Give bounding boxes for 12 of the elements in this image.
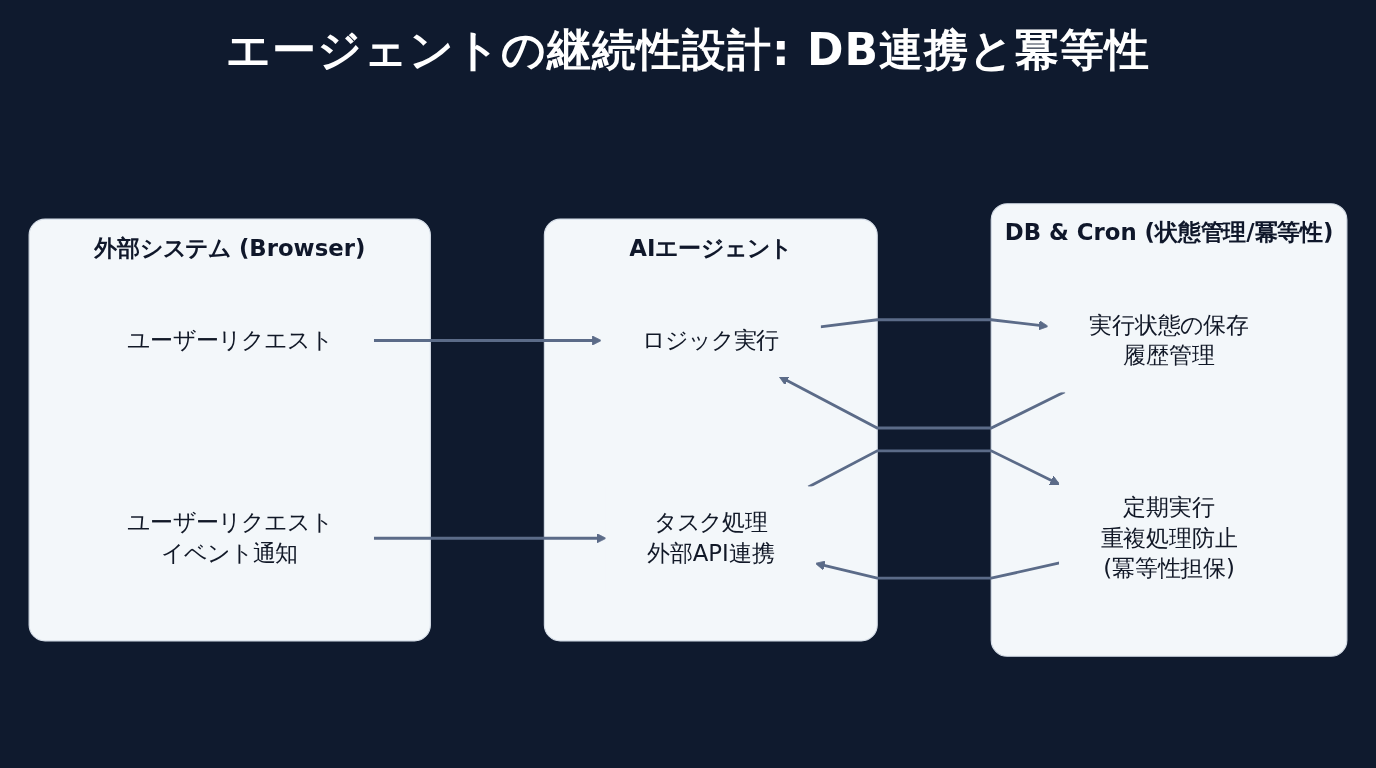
diagram-title: エージェントの継続性設計: DB連携と冪等性 xyxy=(226,22,1150,77)
node-text: ロジック実行 xyxy=(642,326,780,354)
node-text: ユーザーリクエスト イベント通知 xyxy=(127,508,333,567)
node-text: タスク処理 外部API連携 xyxy=(647,508,775,567)
node-text: 定期実行 重複処理防止 (冪等性担保) xyxy=(1100,493,1238,583)
arrow xyxy=(820,318,1049,331)
arrow xyxy=(815,560,1060,580)
node-text: 実行状態の保存 履歴管理 xyxy=(1089,310,1249,370)
node-text: ユーザーリクエスト xyxy=(127,326,333,354)
arrow xyxy=(373,533,607,544)
arrow xyxy=(778,375,1066,430)
arrow xyxy=(373,335,602,346)
